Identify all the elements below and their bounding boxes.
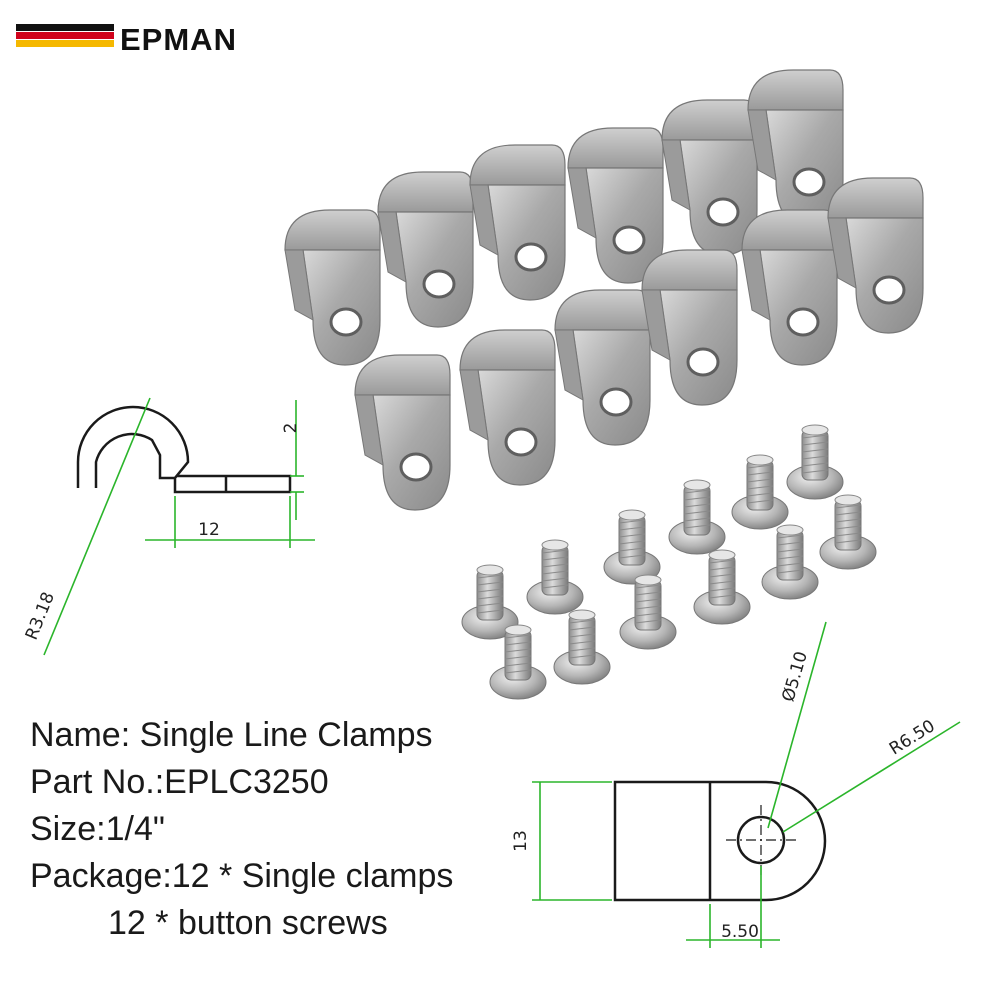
clamp (354, 354, 451, 511)
top-view-hole (736, 815, 786, 865)
spec-block: Name: Single Line Clamps Part No.:EPLC32… (30, 712, 500, 947)
clamp-profile-outline (76, 405, 292, 494)
hole-diameter-label: Ø5.10 (779, 649, 812, 704)
button-screw (461, 564, 519, 640)
width-label: 13 (511, 830, 531, 852)
profile-drawing (76, 405, 292, 494)
top-view-outline (613, 780, 827, 902)
button-screw (526, 539, 584, 615)
logo-stripe-black (16, 24, 114, 31)
screw-group (461, 424, 877, 700)
spec-package-screws: 12 * button screws (108, 904, 388, 942)
clamp (741, 209, 838, 366)
clamp (641, 249, 738, 406)
button-screw (668, 479, 726, 555)
clamp-group (284, 69, 924, 511)
clamp (469, 144, 566, 301)
spec-size: Size:1/4" (30, 810, 165, 848)
button-screw (819, 494, 877, 570)
spec-part-number: Part No.:EPLC3250 (30, 763, 329, 801)
tab-length-label: 12 (198, 520, 220, 540)
spec-package: Package:12 * Single clamps (30, 857, 454, 895)
button-screw (761, 524, 819, 600)
radius-leader-line (43, 397, 151, 656)
thickness-label: 2 (281, 423, 301, 434)
radius-leader-line-top (782, 721, 961, 833)
clamp-profile-inner (94, 432, 175, 488)
button-screw (731, 454, 789, 530)
button-screw (619, 574, 677, 650)
top-view-drawing (613, 780, 827, 902)
button-screw (786, 424, 844, 500)
clamp (554, 289, 651, 446)
spec-name: Name: Single Line Clamps (30, 716, 433, 754)
logo-stripe-yellow (16, 40, 114, 47)
brand-logo: EPMAN (16, 14, 276, 57)
clamp (284, 209, 381, 366)
clamp (377, 171, 474, 328)
clamp (661, 99, 758, 256)
clamp (827, 177, 924, 334)
offset-label: 5.50 (721, 922, 759, 942)
clamp (459, 329, 556, 486)
button-screw (489, 624, 547, 700)
clamp (567, 127, 664, 284)
top-view-dimensions (532, 621, 961, 948)
radius-label: R3.18 (22, 589, 59, 643)
brand-name: EPMAN (120, 22, 237, 57)
profile-dimensions (43, 397, 315, 656)
hole-leader-line (767, 621, 827, 829)
button-screw (693, 549, 751, 625)
logo-stripe-red (16, 32, 114, 39)
top-view-centerlines (726, 805, 798, 875)
button-screw (553, 609, 611, 685)
outer-radius-label: R6.50 (886, 716, 939, 759)
